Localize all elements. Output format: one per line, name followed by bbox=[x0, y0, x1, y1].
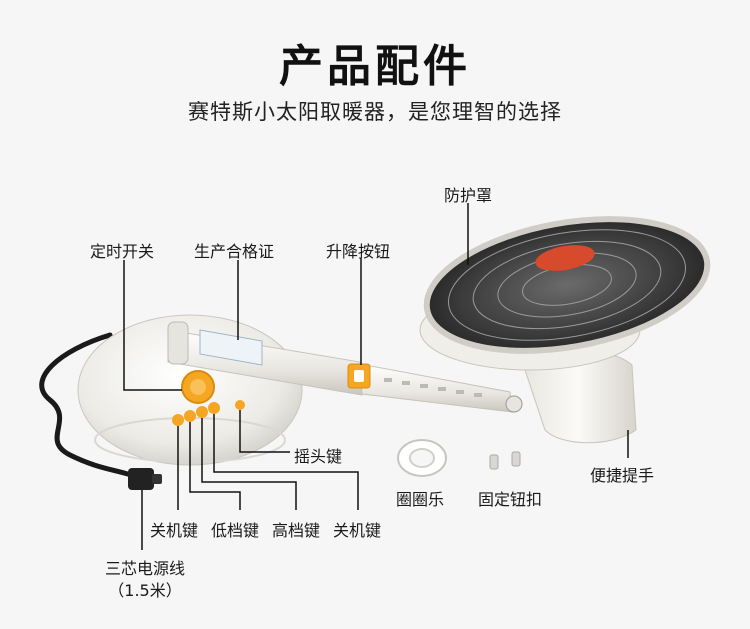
label-low-key: 低档键 bbox=[211, 521, 260, 540]
power-cord-wire bbox=[39, 332, 143, 481]
label-power-cord: 三芯电源线 bbox=[104, 559, 185, 578]
fix-knob-accessory bbox=[489, 451, 521, 470]
label-protective-guard: 防护罩 bbox=[444, 186, 493, 205]
callout-lines bbox=[123, 203, 629, 550]
page-title: 产品配件 bbox=[279, 41, 471, 92]
label-off-key-1: 关机键 bbox=[150, 521, 199, 540]
low-key-button bbox=[184, 410, 196, 422]
off-key-1-button bbox=[172, 414, 184, 426]
label-ring: 圈圈乐 bbox=[396, 490, 445, 509]
label-high-key: 高档键 bbox=[272, 521, 321, 540]
power-plug bbox=[128, 468, 162, 490]
label-off-key-2: 关机键 bbox=[333, 521, 382, 540]
heater-head bbox=[419, 216, 711, 444]
label-cord-length: （1.5米） bbox=[108, 581, 182, 600]
label-certificate: 生产合格证 bbox=[194, 242, 275, 261]
label-lift-button: 升降按钮 bbox=[326, 242, 391, 261]
label-handle: 便捷提手 bbox=[590, 466, 655, 485]
certificate-sticker bbox=[199, 329, 263, 366]
ring-accessory bbox=[397, 439, 447, 477]
page-subtitle: 赛特斯小太阳取暖器，是您理智的选择 bbox=[188, 100, 562, 124]
off-key-2-button bbox=[208, 402, 220, 414]
heater-pole bbox=[167, 321, 523, 413]
guard-center-badge bbox=[535, 245, 595, 271]
label-swing-key: 摇头键 bbox=[294, 447, 343, 466]
label-timer-switch: 定时开关 bbox=[90, 242, 155, 261]
swing-key-button bbox=[235, 400, 245, 410]
high-key-button bbox=[196, 406, 208, 418]
label-fix-knob: 固定钮扣 bbox=[478, 490, 543, 509]
